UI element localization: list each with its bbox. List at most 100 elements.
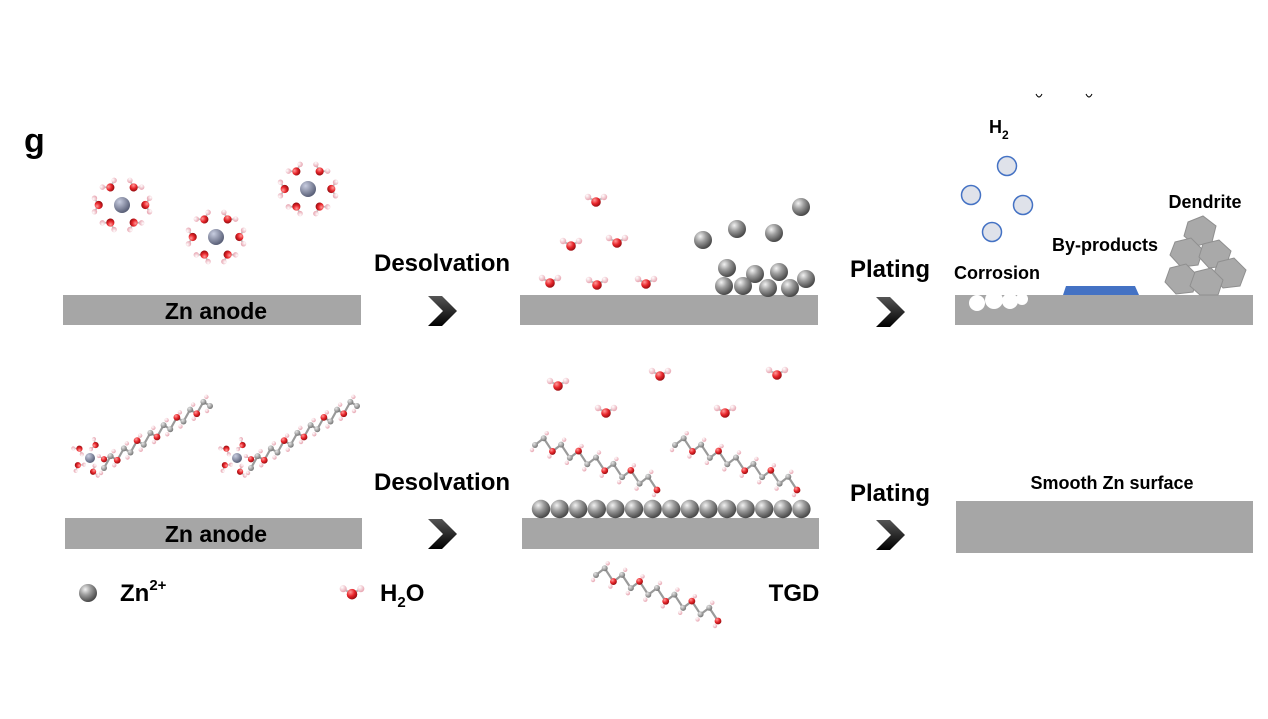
zn-atom xyxy=(717,499,737,519)
water-molecule xyxy=(91,195,103,215)
water-molecule xyxy=(218,445,231,457)
water-molecule xyxy=(88,437,99,452)
zn-atom xyxy=(643,499,662,519)
dendrite-label: Dendrite xyxy=(1168,192,1241,212)
tgd-molecule xyxy=(669,431,801,498)
water-molecule xyxy=(141,195,153,215)
water-molecule xyxy=(221,209,239,224)
zn-atom xyxy=(755,499,774,519)
zn-substrate-bottom-middle xyxy=(522,518,819,549)
legend-h2o-label: H2O xyxy=(380,580,424,611)
water-molecule xyxy=(634,275,658,289)
zn-atom xyxy=(734,277,752,295)
zn-atom xyxy=(569,499,588,519)
water-molecule xyxy=(220,462,234,473)
legend-zn-label: Zn2+ xyxy=(120,577,167,607)
byproducts-label: By-products xyxy=(1052,235,1158,255)
zn-ion xyxy=(85,453,95,463)
solvation-shell-waters xyxy=(91,161,339,265)
water-molecule xyxy=(765,366,789,380)
solvated-zn-ion-2 xyxy=(208,229,224,245)
water-molecule xyxy=(538,274,562,288)
top-row: Zn anode Desolvation Plating H2 xyxy=(63,93,1253,327)
legend-water-icon xyxy=(339,585,365,600)
zn-atom xyxy=(718,259,736,277)
legend: Zn2+ H2O TGD xyxy=(79,561,820,629)
uniform-zn-layer xyxy=(531,499,811,519)
water-molecule xyxy=(127,218,145,233)
zn-atom xyxy=(765,224,783,242)
water-molecule xyxy=(185,227,197,247)
h2-bubble xyxy=(981,221,1003,243)
water-molecule xyxy=(99,177,117,192)
smooth-surface-label: Smooth Zn surface xyxy=(1030,473,1193,493)
water-molecule xyxy=(236,463,247,478)
water-molecule xyxy=(73,462,87,473)
zn-atom xyxy=(746,265,764,283)
water-molecule xyxy=(594,404,618,418)
water-molecule xyxy=(235,437,246,452)
h2-bubble xyxy=(1012,194,1034,216)
zn-atom xyxy=(728,220,746,238)
h2-bubble xyxy=(960,184,982,206)
corrosion-pits xyxy=(969,291,1028,311)
zn-atom xyxy=(680,499,699,519)
zn-atom xyxy=(550,499,569,519)
water-molecule xyxy=(89,463,100,478)
zn-atom xyxy=(759,279,777,297)
legend-tgd-label: TGD xyxy=(769,580,820,607)
zn-atom xyxy=(694,231,712,249)
water-molecule xyxy=(99,218,117,233)
desolvation-top: Desolvation xyxy=(374,250,510,277)
adsorbed-tgd-molecules xyxy=(529,431,801,498)
dendrite-cluster xyxy=(1164,215,1247,296)
water-molecule xyxy=(584,193,608,207)
zn-atom xyxy=(587,499,606,519)
water-molecule xyxy=(235,227,247,247)
byproduct-layer xyxy=(1063,286,1139,295)
legend-zn-ion-icon xyxy=(79,584,97,602)
zn-anode-top xyxy=(63,295,361,325)
zn-ion xyxy=(232,453,242,463)
zn-anode-bottom xyxy=(65,518,362,549)
corrosion-label: Corrosion xyxy=(954,263,1040,283)
tgd-zn-complexes xyxy=(71,394,360,478)
zn-substrate-top-middle xyxy=(520,295,818,325)
smooth-zn-surface xyxy=(956,501,1253,553)
desolvation-bottom: Desolvation xyxy=(374,469,510,496)
h2-bubble xyxy=(996,155,1018,177)
free-water-molecules xyxy=(546,366,789,418)
water-molecule xyxy=(546,377,570,391)
water-molecule xyxy=(585,276,609,290)
zn-atom xyxy=(606,499,625,519)
water-molecule xyxy=(127,177,145,192)
water-molecule xyxy=(713,404,737,418)
zn-atom xyxy=(699,499,718,519)
water-molecule xyxy=(96,453,112,463)
water-molecule xyxy=(285,202,303,217)
zn-anode-bottom-label: Zn anode xyxy=(165,521,267,547)
zn-atom xyxy=(770,263,788,281)
zn-atom xyxy=(797,270,815,288)
water-molecule xyxy=(71,445,84,457)
zn-atom xyxy=(662,499,681,519)
tgd-molecule xyxy=(245,394,360,476)
water-molecule xyxy=(327,179,339,199)
zn-atom xyxy=(531,499,551,519)
h2-bubbles xyxy=(960,93,1093,243)
water-molecule xyxy=(193,250,211,265)
water-molecule xyxy=(648,367,672,381)
water-molecule xyxy=(193,209,211,224)
solvated-zn-ion-1 xyxy=(114,197,130,213)
zn-atom xyxy=(773,499,792,519)
plating-bottom: Plating xyxy=(850,480,930,507)
solvated-zn-ion-3 xyxy=(300,181,316,197)
water-molecule xyxy=(559,237,583,251)
zn-anode-top-label: Zn anode xyxy=(165,298,267,324)
zn-atom xyxy=(792,198,810,216)
free-water-molecules xyxy=(538,193,658,290)
zn-atom xyxy=(736,499,755,519)
zn-atom xyxy=(624,499,644,519)
chevron-right-icon xyxy=(428,519,457,549)
water-molecule xyxy=(277,179,289,199)
